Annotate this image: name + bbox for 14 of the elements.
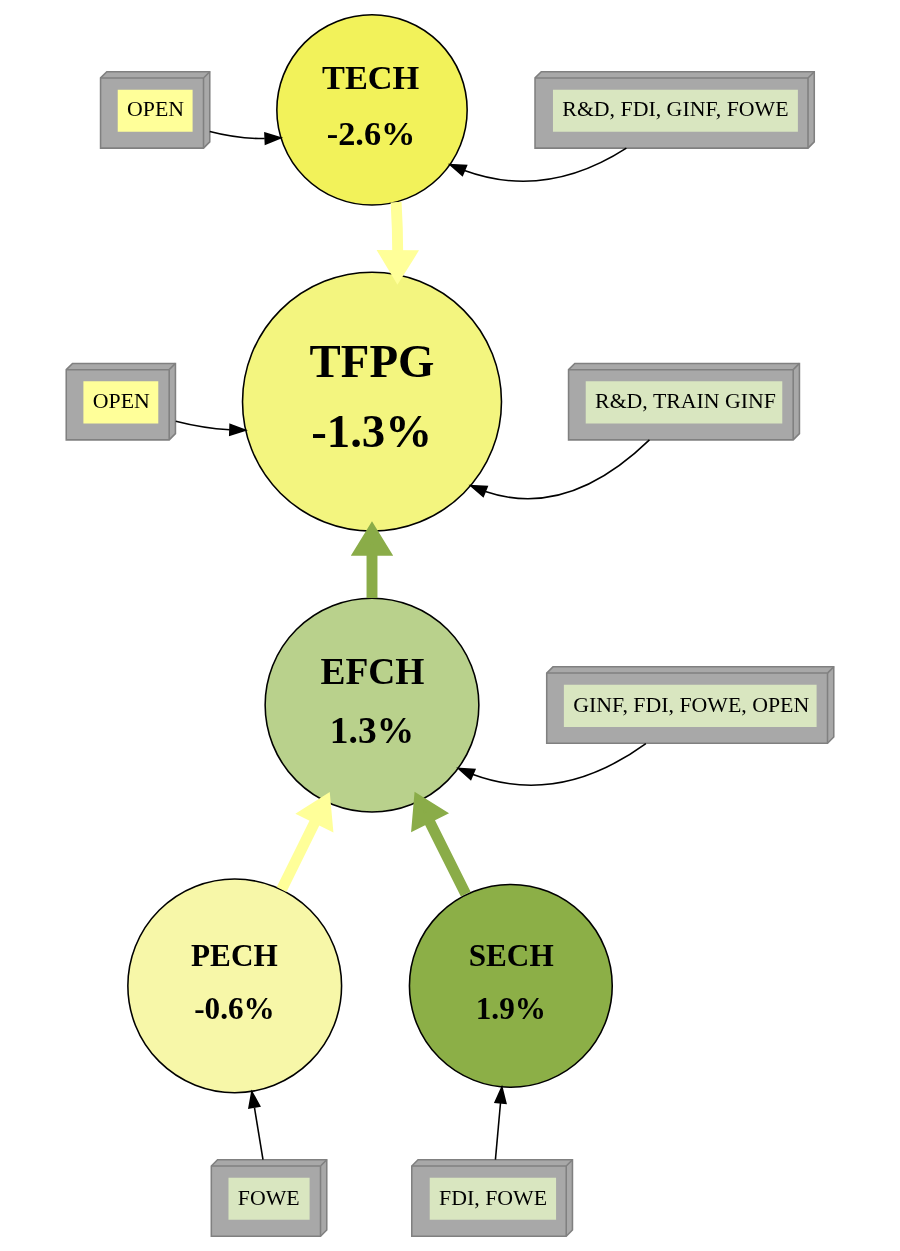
arrow: [248, 1089, 264, 1161]
arrow: [209, 130, 284, 146]
arrow: [493, 1084, 507, 1161]
arrow: [175, 420, 248, 437]
node-circle: PECH -0.6%: [127, 878, 343, 1094]
node-circle: TFPG -1.3%: [241, 271, 503, 532]
arrow: [376, 201, 419, 285]
arrow: [447, 147, 628, 182]
arrow: [411, 791, 471, 897]
arrow: [276, 792, 334, 892]
arrow: [350, 521, 394, 599]
node-circle: SECH 1.9%: [408, 883, 613, 1089]
arrow: [468, 439, 651, 500]
arrow: [456, 742, 647, 786]
